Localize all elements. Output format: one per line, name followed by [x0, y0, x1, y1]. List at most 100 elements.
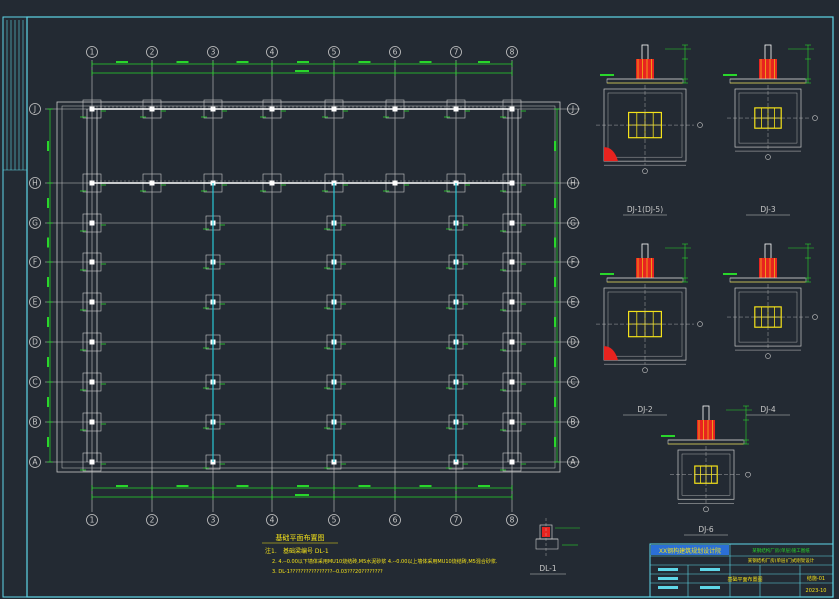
- dim-text-mark: [554, 317, 556, 327]
- axis-bubble-label: 2: [150, 516, 155, 525]
- axis-bubble-label: 5: [332, 516, 337, 525]
- axis-bubble-circle: [266, 46, 278, 58]
- footing-slab-section: [606, 78, 684, 84]
- axis-bubble-right-G: G: [567, 217, 579, 229]
- drawing-name: 基础平面布置图: [727, 576, 762, 583]
- footing-symbol: [500, 452, 526, 472]
- footing-symbol: [80, 332, 106, 352]
- axis-bubble-label: D: [32, 338, 38, 347]
- dim-text-mark: [358, 61, 371, 63]
- axis-bubble-circle: [567, 217, 579, 229]
- axis-bubble-circle: [389, 514, 401, 526]
- footing-outline: [502, 292, 522, 312]
- dim-total-mark: [295, 70, 309, 72]
- axis-bubble-circle: [266, 514, 278, 526]
- axis-bubble-circle: [86, 514, 98, 526]
- dimension-lines: [47, 61, 560, 500]
- company-name: XX钢构建筑规划设计院: [659, 547, 721, 555]
- footing-symbol: [500, 412, 526, 432]
- titleblock-outline: [649, 543, 834, 598]
- axis-marker: [697, 321, 703, 327]
- dim-text-mark: [47, 198, 49, 208]
- tb-cell-mark: [658, 568, 678, 571]
- axis-bubble-label: J: [571, 105, 574, 114]
- axis-bubble-right-B: B: [567, 416, 579, 428]
- dim-text-mark: [554, 198, 556, 208]
- column-stub: [89, 339, 95, 345]
- detail-label: DJ-1(DJ-5): [627, 205, 663, 214]
- axis-bubble-left-E: E: [29, 296, 41, 308]
- detail-label: DJ-6: [698, 525, 713, 534]
- corner-hatch: [604, 147, 618, 162]
- level-mark: [723, 273, 737, 275]
- level-mark: [600, 74, 614, 76]
- axis-bubble-label: 4: [270, 516, 275, 525]
- axis-bubble-left-B: B: [29, 416, 41, 428]
- axis-bubble-right-F: F: [567, 256, 579, 268]
- footing-outline: [502, 332, 522, 352]
- axis-bubble-top-5: 5: [328, 46, 340, 58]
- footing-symbol: [500, 372, 526, 392]
- axis-bubble-circle: [29, 416, 41, 428]
- axis-bubble-right-E: E: [567, 296, 579, 308]
- axis-bubble-circle: [29, 177, 41, 189]
- footing-outline: [502, 252, 522, 272]
- column-stub: [509, 419, 515, 425]
- detail-label: DJ-3: [760, 205, 775, 214]
- beam-section-fill: [542, 527, 550, 537]
- axis-bubble-label: 6: [393, 48, 398, 57]
- footing-outline: [82, 372, 102, 392]
- axis-bubble-top-3: 3: [207, 46, 219, 58]
- dim-text-mark: [176, 61, 189, 63]
- dim-text-mark: [478, 61, 490, 63]
- dim-text-mark: [554, 437, 556, 447]
- dim-text-mark: [236, 61, 249, 63]
- axis-bubble-right-A: A: [567, 456, 579, 468]
- dim-text-mark: [116, 485, 128, 487]
- axis-bubble-circle: [506, 514, 518, 526]
- pedestal-section: [697, 420, 715, 440]
- title-block: XX钢构建筑规划设计院某钢结构厂房(单层)施工图纸某钢结构厂房(单层)门式刚架设…: [649, 543, 834, 598]
- footing-outline: [502, 452, 522, 472]
- axis-bubble-label: A: [32, 458, 38, 467]
- axis-marker: [642, 367, 648, 373]
- axis-bubble-label: E: [33, 298, 38, 307]
- footing-symbol: [500, 252, 526, 272]
- axis-bubble-circle: [450, 514, 462, 526]
- dim-text-mark: [554, 357, 556, 367]
- axis-bubble-circle: [207, 46, 219, 58]
- axis-bubble-circle: [328, 514, 340, 526]
- axis-bubble-label: 7: [454, 48, 459, 57]
- column-stub: [89, 259, 95, 265]
- axis-bubble-circle: [29, 103, 41, 115]
- axis-marker: [812, 115, 818, 121]
- footing-detail-2: DJ-2: [596, 243, 703, 416]
- column-stub: [509, 379, 515, 385]
- column-stub: [89, 459, 95, 465]
- axis-bubble-label: 8: [510, 516, 515, 525]
- pedestal-section: [759, 59, 777, 79]
- axis-bubble-circle: [29, 217, 41, 229]
- axis-bubble-label: J: [33, 105, 36, 114]
- dim-text-mark: [47, 397, 49, 407]
- axis-bubble-circle: [567, 456, 579, 468]
- tb-cell-mark: [658, 577, 678, 580]
- dim-text-mark: [358, 485, 371, 487]
- axis-bubble-label: 7: [454, 516, 459, 525]
- footing-outline: [82, 452, 102, 472]
- axis-bubble-circle: [207, 514, 219, 526]
- axis-bubble-left-D: D: [29, 336, 41, 348]
- axis-bubble-label: A: [570, 458, 576, 467]
- footing-slab-section: [606, 277, 684, 283]
- axis-bubble-label: C: [570, 378, 575, 387]
- footing-symbol: [500, 292, 526, 312]
- footing-detail-1: DJ-3: [723, 44, 818, 216]
- drawing-frame: [2, 16, 834, 598]
- axis-bubble-label: C: [32, 378, 37, 387]
- axis-bubble-top-4: 4: [266, 46, 278, 58]
- footing-slab-section: [729, 78, 807, 84]
- axis-marker: [745, 471, 751, 478]
